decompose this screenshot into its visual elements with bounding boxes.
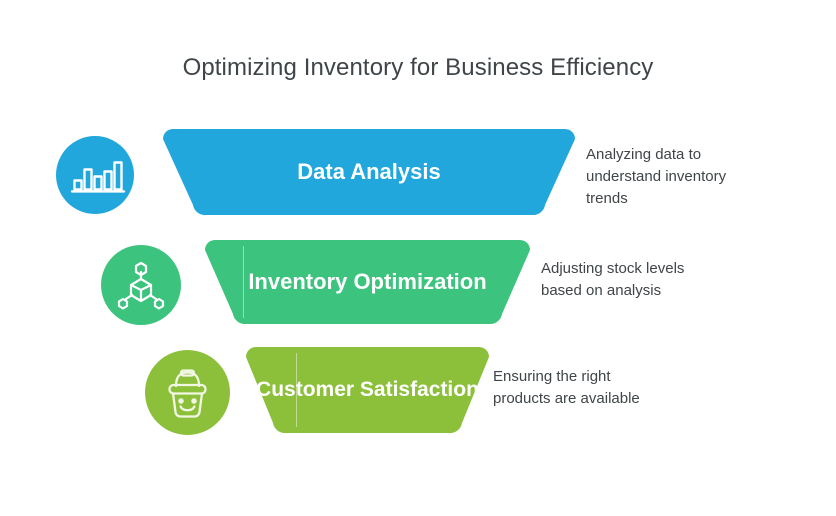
icon-badge-inventory-optimization: [101, 245, 181, 325]
funnel-banner-label: Data Analysis: [297, 159, 441, 185]
funnel-row-data-analysis: Data Analysis Analyzing data to understa…: [0, 128, 836, 228]
funnel-banner-label: Customer Satisfaction: [256, 378, 479, 402]
icon-badge-customer-satisfaction: [145, 350, 230, 435]
icon-badge-data-analysis: [56, 136, 134, 214]
funnel-banner-label: Inventory Optimization: [248, 269, 487, 295]
step-description-data-analysis: Analyzing data to understand inventory t…: [586, 146, 727, 207]
funnel-row-inventory-optimization: Inventory Optimization Adjusting stock l…: [0, 238, 836, 338]
bar-chart-icon: [56, 136, 134, 214]
funnel-banner-customer-satisfaction[interactable]: Customer Satisfaction: [246, 347, 489, 433]
trapezoid-shape: [205, 240, 530, 324]
trapezoid-shape: [246, 347, 489, 433]
page-title: Optimizing Inventory for Business Effici…: [182, 54, 654, 81]
banner-accent-divider: [243, 246, 244, 318]
funnel-row-customer-satisfaction: Customer Satisfaction Ensuring the right…: [0, 344, 836, 444]
step-description-customer-satisfaction: Ensuring the right products are availabl…: [493, 368, 640, 407]
shopping-basket-smile-icon: [145, 350, 230, 435]
funnel-banner-data-analysis[interactable]: Data Analysis: [163, 129, 575, 215]
banner-accent-divider: [296, 353, 297, 427]
network-nodes-icon: [101, 245, 181, 325]
funnel-banner-inventory-optimization[interactable]: Inventory Optimization: [205, 240, 530, 324]
step-description-inventory-optimization: Adjusting stock levels based on analysis: [541, 260, 685, 299]
trapezoid-shape: [163, 129, 575, 215]
